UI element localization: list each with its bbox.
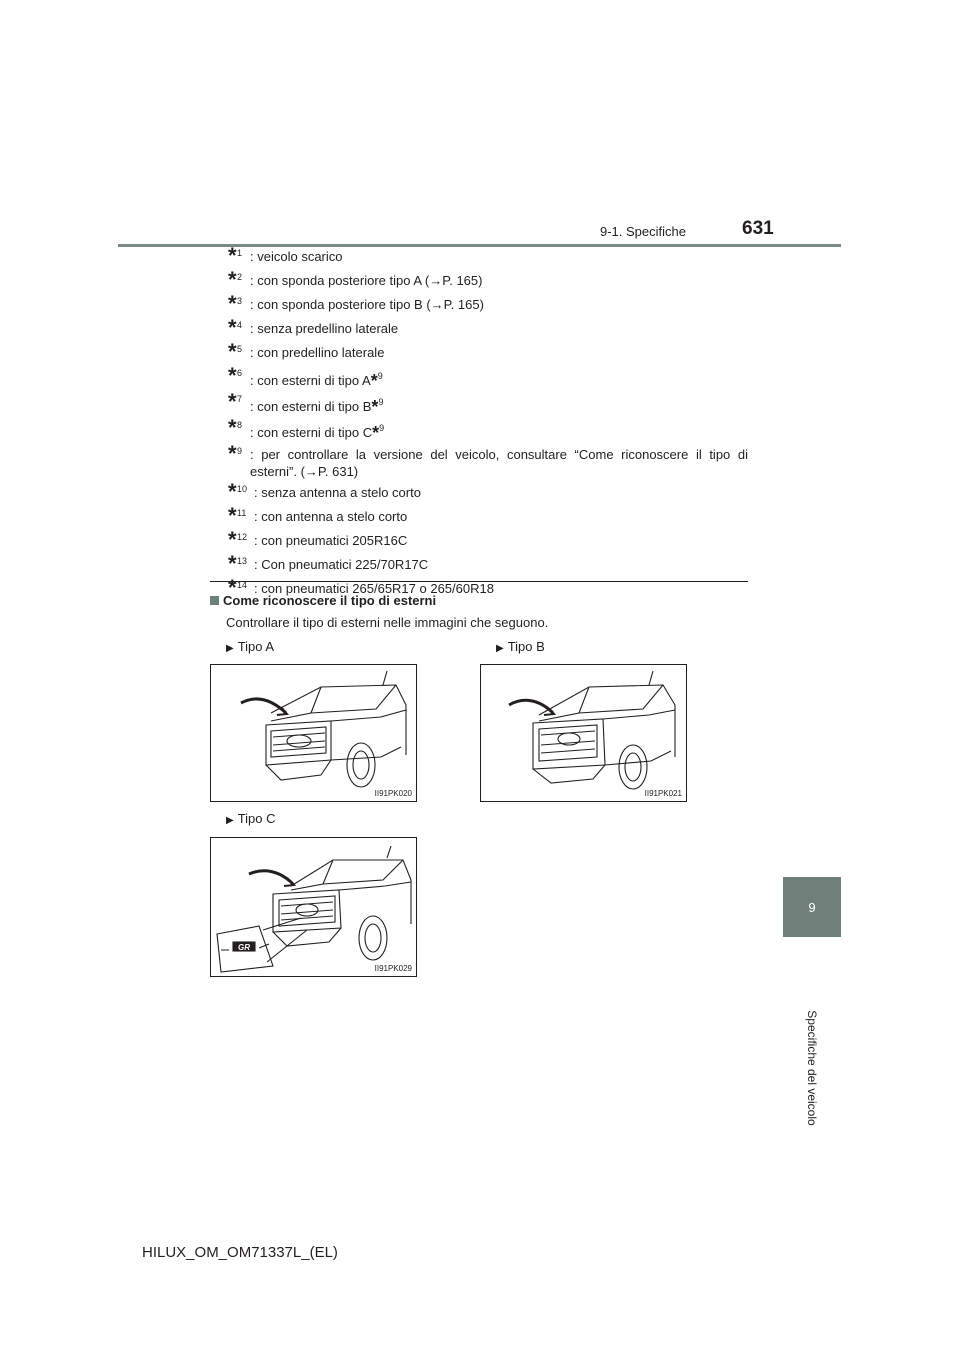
type-c-label: ▶Tipo C — [226, 811, 276, 826]
section-title: Come riconoscere il tipo di esterni — [210, 593, 436, 608]
arrow-right-icon: ▶ — [496, 643, 504, 654]
footnote-text: : senza antenna a stelo corto — [254, 485, 421, 500]
footnote-marker: *12 — [228, 527, 248, 552]
footnote-text: : Con pneumatici 225/70R17C — [254, 557, 429, 572]
figure-code: II91PK021 — [644, 789, 682, 798]
footnote-text: : con esterni di tipo B*9 — [250, 397, 384, 417]
section-divider — [210, 581, 748, 582]
footnote-item: *9 : per controllare la versione del veic… — [228, 441, 748, 480]
page-number: 631 — [742, 218, 774, 239]
footnote-marker: *5 — [228, 339, 243, 364]
section-body: Controllare il tipo di esterni nelle imm… — [226, 615, 549, 630]
footnote-text: : con antenna a stelo corto — [254, 509, 408, 524]
footnote-text: : con predellino laterale — [250, 345, 385, 360]
footnote-marker: *4 — [228, 315, 243, 340]
figure-code: II91PK029 — [374, 964, 412, 973]
footnote-item: *4 : senza predellino laterale — [228, 315, 748, 340]
footnote-marker: *6 — [228, 363, 243, 388]
footnote-marker: *13 — [228, 551, 248, 576]
figure-code: II91PK020 — [374, 789, 412, 798]
pickup-truck-illustration — [240, 670, 407, 788]
footnote-text: : veicolo scarico — [250, 249, 343, 264]
footnote-item: *10 : senza antenna a stelo corto — [228, 479, 748, 504]
footnote-text: : con pneumatici 265/65R17 o 265/60R18 — [254, 581, 494, 596]
footnote-text: : senza predellino laterale — [250, 321, 399, 336]
footnote-item: *7 : con esterni di tipo B*9 — [228, 389, 748, 417]
footnote-text: : con esterni di tipo A*9 — [250, 371, 383, 391]
footnote-item: *1 : veicolo scarico — [228, 243, 748, 268]
footnote-item: *5 : con predellino laterale — [228, 339, 748, 364]
chapter-tab: 9 — [783, 877, 841, 937]
chapter-label: Specifiche del veicolo — [805, 1010, 819, 1126]
footnote-marker: *14 — [228, 575, 248, 600]
footnote-item: *14 : con pneumatici 265/65R17 o 265/60R1… — [228, 575, 748, 600]
type-a-label: ▶Tipo A — [226, 639, 275, 654]
type-b-label: ▶Tipo B — [496, 639, 545, 654]
footnote-text: : con pneumatici 205R16C — [254, 533, 408, 548]
svg-text:GR: GR — [238, 943, 250, 952]
footnote-marker: *8 — [228, 415, 243, 440]
figure-type-c: GR II91PK029 — [210, 837, 417, 977]
section-bullet-icon — [210, 596, 219, 605]
section-title-text: Come riconoscere il tipo di esterni — [223, 593, 437, 608]
footnote-item: *11 : con antenna a stelo corto — [228, 503, 748, 528]
pickup-truck-illustration — [508, 670, 676, 790]
footnote-item: *6 : con esterni di tipo A*9 — [228, 363, 748, 391]
footnote-marker: *1 — [228, 243, 243, 268]
footnote-text: : con sponda posteriore tipo B (→P. 165) — [250, 297, 484, 312]
footnote-marker: *10 — [228, 479, 248, 504]
pickup-truck-illustration: GR — [216, 845, 412, 973]
footnote-text: : con esterni di tipo C*9 — [250, 423, 385, 443]
footnote-marker: *3 — [228, 291, 243, 316]
figure-type-a: II91PK020 — [210, 664, 417, 802]
figure-type-b: II91PK021 — [480, 664, 687, 802]
footnote-marker: *9 — [228, 441, 243, 466]
footnote-marker: *2 — [228, 267, 243, 292]
section-heading: 9-1. Specifiche — [600, 224, 686, 239]
footnote-item: *13 : Con pneumatici 225/70R17C — [228, 551, 748, 576]
footnote-item: *8 : con esterni di tipo C*9 — [228, 415, 748, 443]
footnote-list: *1 : veicolo scarico *2 : con sponda poster… — [228, 243, 748, 604]
header-rule — [118, 244, 841, 247]
footnote-item: *12 : con pneumatici 205R16C — [228, 527, 748, 552]
chapter-number: 9 — [808, 899, 816, 915]
arrow-right-icon: ▶ — [226, 815, 234, 826]
footnote-text: : con sponda posteriore tipo A (→P. 165) — [250, 273, 483, 288]
footnote-item: *2 : con sponda posteriore tipo A (→P. 16… — [228, 267, 748, 292]
footnote-item: *3 : con sponda posteriore tipo B (→P. 16… — [228, 291, 748, 316]
footnote-marker: *11 — [228, 503, 247, 528]
footnote-text: : per controllare la versione del veicol… — [250, 447, 748, 479]
footnote-marker: *7 — [228, 389, 243, 414]
arrow-right-icon: ▶ — [226, 643, 234, 654]
document-id: HILUX_OM_OM71337L_(EL) — [142, 1244, 338, 1261]
